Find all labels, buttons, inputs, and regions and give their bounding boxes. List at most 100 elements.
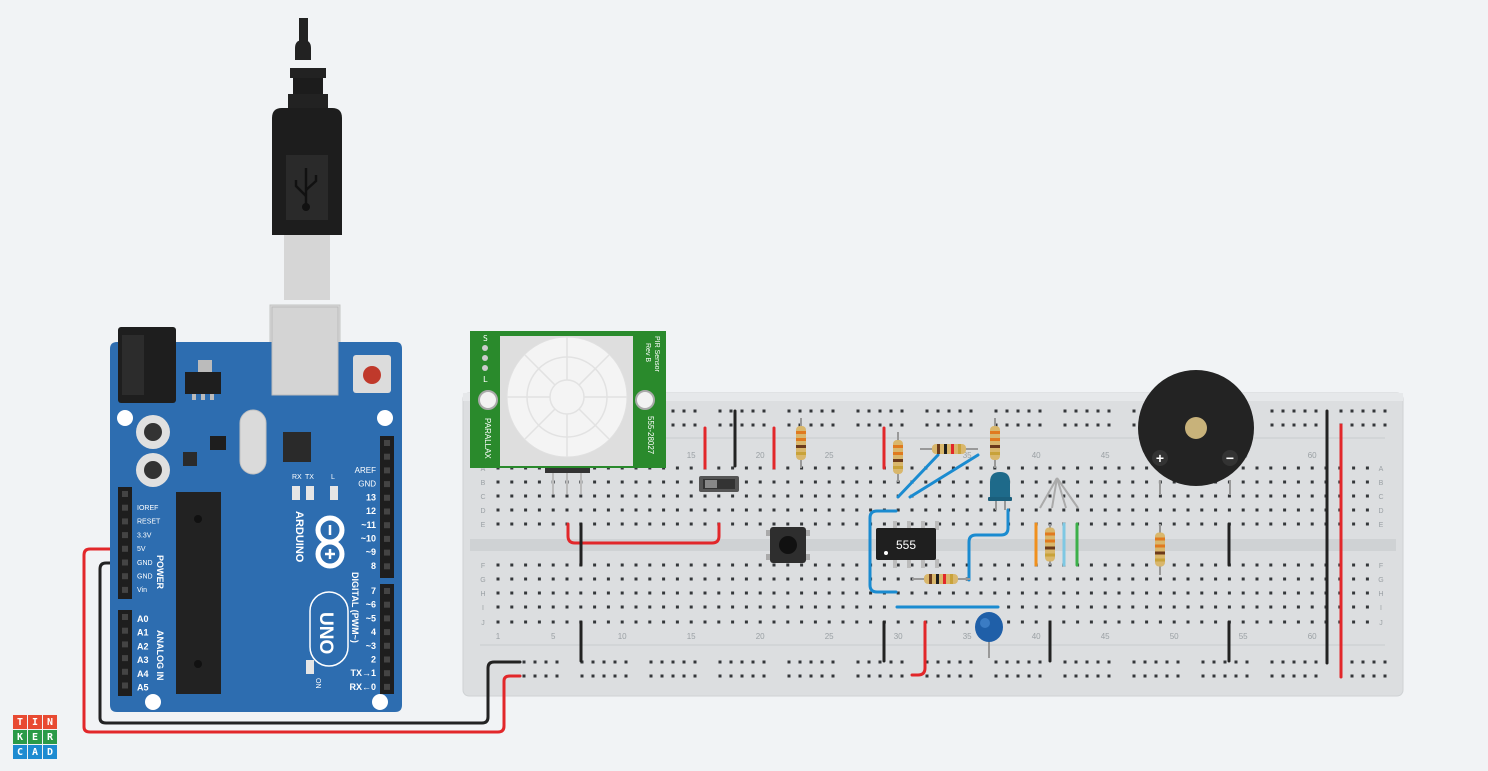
hole[interactable] [533,660,537,664]
hole[interactable] [662,620,666,624]
hole[interactable] [1085,674,1089,678]
hole[interactable] [924,563,928,567]
hole[interactable] [1269,508,1273,512]
hole[interactable] [800,577,804,581]
hole[interactable] [1154,660,1158,664]
hole[interactable] [689,480,693,484]
hole[interactable] [1038,423,1042,427]
hole[interactable] [731,563,735,567]
hole[interactable] [744,605,748,609]
hole[interactable] [1074,674,1078,678]
hole[interactable] [1096,423,1100,427]
hole[interactable] [1117,494,1121,498]
hole[interactable] [827,591,831,595]
hole[interactable] [1296,605,1300,609]
hole[interactable] [1200,522,1204,526]
hole[interactable] [1007,466,1011,470]
header-pin[interactable] [384,481,390,488]
hole[interactable] [786,508,790,512]
hole[interactable] [1292,660,1296,664]
hole[interactable] [1145,522,1149,526]
hole[interactable] [1074,409,1078,413]
hole[interactable] [1269,577,1273,581]
hole[interactable] [510,563,514,567]
hole[interactable] [1214,605,1218,609]
hole[interactable] [965,480,969,484]
hole[interactable] [896,591,900,595]
hole[interactable] [634,563,638,567]
hole[interactable] [1034,494,1038,498]
hole[interactable] [1214,563,1218,567]
hole[interactable] [925,409,929,413]
hole[interactable] [551,508,555,512]
hole[interactable] [758,508,762,512]
hole[interactable] [1020,563,1024,567]
header-pin[interactable] [122,532,128,539]
hole[interactable] [867,674,871,678]
hole[interactable] [1269,522,1273,526]
hole[interactable] [1143,674,1147,678]
hole[interactable] [855,466,859,470]
hole[interactable] [979,577,983,581]
hole[interactable] [648,605,652,609]
hole[interactable] [1255,508,1259,512]
header-pin[interactable] [384,453,390,460]
hole[interactable] [1016,674,1020,678]
hole[interactable] [772,591,776,595]
wire-red[interactable] [566,522,721,545]
hole[interactable] [1372,674,1376,678]
hole[interactable] [910,591,914,595]
hole[interactable] [675,494,679,498]
hole[interactable] [1145,480,1149,484]
hole[interactable] [1007,605,1011,609]
hole[interactable] [1131,480,1135,484]
hole[interactable] [938,591,942,595]
hole[interactable] [634,480,638,484]
hole[interactable] [1310,591,1314,595]
hole[interactable] [762,660,766,664]
hole[interactable] [510,522,514,526]
hole[interactable] [1296,563,1300,567]
hole[interactable] [551,494,555,498]
hole[interactable] [979,466,983,470]
hole[interactable] [613,660,617,664]
pir-sensor[interactable]: S L PARALLAX PIR Sensor Rev B 555-28027 [470,331,666,494]
hole[interactable] [662,494,666,498]
hole[interactable] [634,577,638,581]
hole[interactable] [1255,620,1259,624]
hole[interactable] [1365,591,1369,595]
hole[interactable] [758,466,762,470]
hole[interactable] [882,563,886,567]
hole[interactable] [889,660,893,664]
hole[interactable] [544,660,548,664]
hole[interactable] [827,480,831,484]
hole[interactable] [1076,480,1080,484]
hole[interactable] [947,674,951,678]
hole[interactable] [878,423,882,427]
hole[interactable] [555,674,559,678]
hole[interactable] [1117,591,1121,595]
header-pin[interactable] [122,655,128,662]
hole[interactable] [731,591,735,595]
hole[interactable] [1158,620,1162,624]
ic-555[interactable]: 555 [876,521,939,568]
header-pin[interactable] [122,641,128,648]
hole[interactable] [896,508,900,512]
hole[interactable] [593,591,597,595]
hole[interactable] [772,577,776,581]
hole[interactable] [1034,620,1038,624]
hole[interactable] [1076,605,1080,609]
hole[interactable] [1352,620,1356,624]
hole[interactable] [593,620,597,624]
hole[interactable] [524,591,528,595]
hole[interactable] [1314,674,1318,678]
arduino-uno[interactable]: RX TX L ON ARDUINO UNO POWER ANALOG IN D… [110,306,402,712]
hole[interactable] [762,423,766,427]
hole[interactable] [1269,620,1273,624]
hole[interactable] [1016,660,1020,664]
hole[interactable] [537,480,541,484]
hole[interactable] [1212,660,1216,664]
hole[interactable] [958,409,962,413]
hole[interactable] [565,605,569,609]
hole[interactable] [787,423,791,427]
